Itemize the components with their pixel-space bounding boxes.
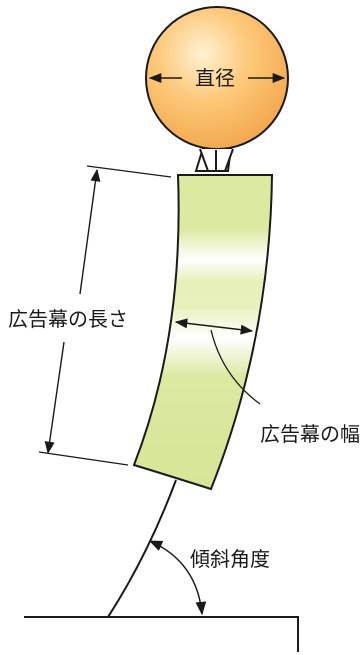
banner-width-label: 広告幕の幅	[260, 422, 360, 446]
width-leader-line	[210, 329, 261, 405]
width-arrow	[174, 318, 254, 335]
length-arrow-upper	[79, 168, 101, 295]
banner-length-label: 広告幕の長さ	[8, 307, 128, 331]
ground-line	[24, 616, 299, 652]
tilt-angle-label: 傾斜角度	[190, 547, 270, 571]
tilt-angle-arc	[148, 540, 207, 616]
length-ext-bottom	[38, 451, 129, 466]
length-arrow-lower	[44, 341, 65, 455]
banner	[132, 174, 274, 491]
length-ext-top	[86, 165, 172, 178]
tether-rope	[107, 479, 177, 618]
diameter-label: 直径	[195, 66, 235, 90]
